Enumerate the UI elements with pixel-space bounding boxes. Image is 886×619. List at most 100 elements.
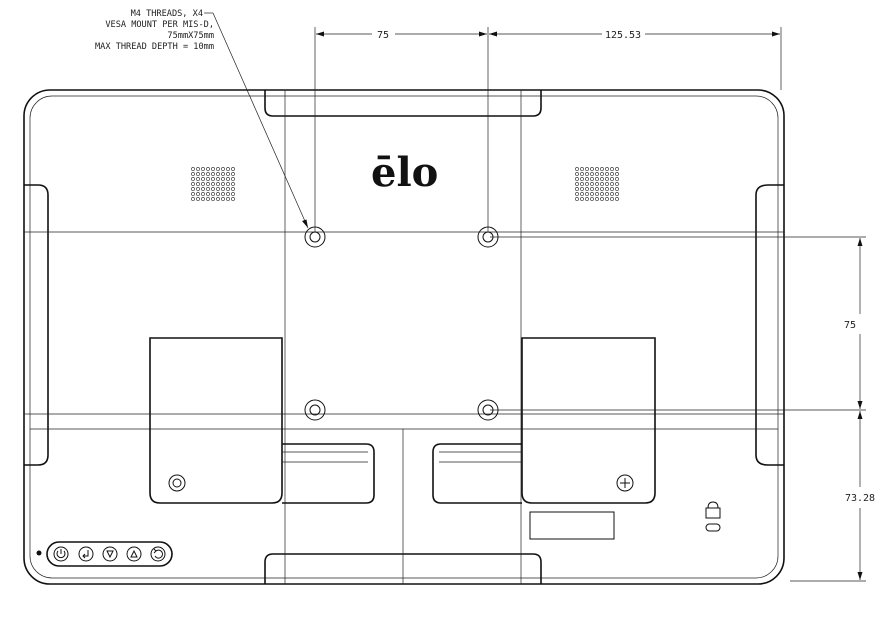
speaker-hole	[610, 172, 614, 176]
speaker-hole	[221, 192, 225, 196]
speaker-hole	[580, 192, 584, 196]
port-cover-left	[149, 337, 283, 504]
power-icon[interactable]	[53, 546, 69, 562]
speaker-hole	[221, 187, 225, 191]
speaker-hole	[600, 182, 604, 186]
speaker-hole	[206, 182, 210, 186]
speaker-hole	[575, 177, 579, 181]
speaker-hole	[191, 187, 195, 191]
speaker-hole	[231, 187, 235, 191]
speaker-hole	[610, 177, 614, 181]
return-icon[interactable]	[150, 546, 166, 562]
speaker-hole	[231, 197, 235, 201]
monitor-housing	[23, 89, 785, 585]
speaker-hole	[575, 192, 579, 196]
speaker-hole	[191, 197, 195, 201]
speaker-hole	[211, 167, 215, 171]
speaker-hole	[585, 182, 589, 186]
speaker-hole	[211, 192, 215, 196]
stand-bracket-right	[432, 443, 522, 504]
speaker-hole	[595, 167, 599, 171]
speaker-hole	[196, 187, 200, 191]
speaker-grille-left	[191, 167, 235, 201]
speaker-hole	[585, 197, 589, 201]
speaker-hole	[600, 172, 604, 176]
speaker-hole	[580, 187, 584, 191]
speaker-hole	[201, 197, 205, 201]
speaker-hole	[600, 197, 604, 201]
annotation-line-2: VESA MOUNT PER MIS-D,	[105, 20, 214, 30]
speaker-hole	[231, 182, 235, 186]
speaker-hole	[590, 167, 594, 171]
speaker-hole	[615, 177, 619, 181]
speaker-hole	[231, 192, 235, 196]
speaker-hole	[615, 187, 619, 191]
speaker-hole	[615, 192, 619, 196]
speaker-hole	[191, 177, 195, 181]
speaker-hole	[605, 182, 609, 186]
control-button-panel	[36, 541, 173, 567]
speaker-hole	[600, 192, 604, 196]
thread-annotation: M4 THREADS, X4 VESA MOUNT PER MIS-D, 75m…	[95, 9, 309, 229]
speaker-hole	[201, 172, 205, 176]
speaker-hole	[216, 182, 220, 186]
speaker-hole	[196, 177, 200, 181]
speaker-hole	[605, 177, 609, 181]
speaker-hole	[590, 177, 594, 181]
up-icon[interactable]	[126, 546, 142, 562]
speaker-hole	[605, 187, 609, 191]
enter-icon[interactable]	[78, 546, 94, 562]
speaker-hole	[595, 192, 599, 196]
speaker-hole	[585, 167, 589, 171]
speaker-hole	[585, 172, 589, 176]
speaker-hole	[580, 182, 584, 186]
speaker-grille-right	[575, 167, 619, 201]
speaker-hole	[595, 177, 599, 181]
speaker-hole	[580, 167, 584, 171]
label-plate	[529, 511, 615, 540]
stand-bracket-left	[282, 443, 375, 504]
annotation-line-4: MAX THREAD DEPTH = 10mm	[95, 42, 214, 52]
port-cover-right	[521, 337, 656, 504]
speaker-hole	[580, 172, 584, 176]
speaker-hole	[201, 192, 205, 196]
speaker-hole	[221, 177, 225, 181]
speaker-hole	[216, 197, 220, 201]
speaker-hole	[206, 167, 210, 171]
speaker-hole	[575, 197, 579, 201]
speaker-hole	[221, 197, 225, 201]
speaker-hole	[206, 177, 210, 181]
power-led	[36, 550, 42, 556]
screw-icon	[616, 474, 634, 492]
top-recess	[264, 90, 542, 117]
speaker-hole	[605, 197, 609, 201]
speaker-hole	[226, 192, 230, 196]
dimension-top: 75 125.53	[314, 27, 782, 232]
speaker-hole	[211, 172, 215, 176]
speaker-hole	[590, 192, 594, 196]
speaker-hole	[201, 167, 205, 171]
elo-logo: ēlo	[371, 149, 438, 196]
speaker-hole	[196, 172, 200, 176]
speaker-hole	[226, 182, 230, 186]
speaker-hole	[226, 172, 230, 176]
speaker-hole	[226, 167, 230, 171]
speaker-hole	[590, 182, 594, 186]
speaker-hole	[575, 172, 579, 176]
speaker-hole	[201, 177, 205, 181]
speaker-hole	[600, 167, 604, 171]
speaker-hole	[226, 197, 230, 201]
speaker-hole	[191, 167, 195, 171]
down-icon[interactable]	[102, 546, 118, 562]
speaker-hole	[605, 167, 609, 171]
speaker-hole	[206, 187, 210, 191]
dim-right-hole-spacing: 75	[844, 320, 856, 331]
vesa-panel	[284, 90, 522, 584]
speaker-hole	[191, 192, 195, 196]
dimension-right: 75 73.28	[490, 236, 875, 582]
speaker-hole	[196, 197, 200, 201]
speaker-hole	[610, 192, 614, 196]
dim-top-hole-spacing: 75	[377, 30, 389, 41]
speaker-hole	[585, 187, 589, 191]
